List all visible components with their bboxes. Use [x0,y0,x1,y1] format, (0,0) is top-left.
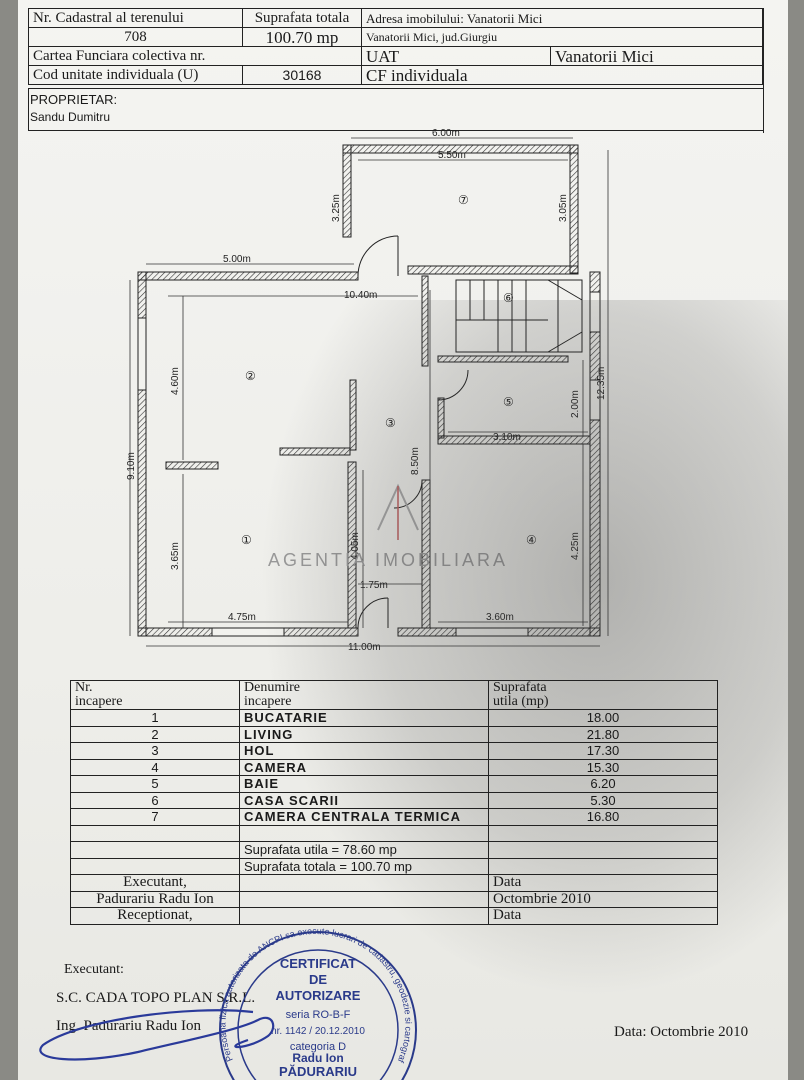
stamp-and-signature: Persoana fizica autorizata de ANCPI sa e… [18,0,417,1080]
floor-plan: 6.00m 5.50m 3.25m 3.05m 5.00m 10.40m 9.1… [126,128,609,653]
executant-row: Executant,Data [70,874,718,892]
stamp-line-8: PĂDURARIU [279,1064,357,1079]
watermark-text: AGENTIA IMOBILIARA [268,550,508,570]
col-header-sup-line2: utila (mp) [493,694,549,709]
col-header-nr-line1: Nr. [75,680,93,695]
plan-dimension-lines [129,137,609,647]
owner-bottom-border [28,130,763,131]
col-header-den-line2: incapere [244,694,292,709]
cod-unitate-label: Cod unitate individuala (U) [28,65,243,85]
dim-left-small: 3.25m [331,194,342,222]
row-name: BUCATARIE [239,709,489,727]
col-header-nr: Nr.incapere [70,680,240,710]
header-right-border [763,8,764,133]
dim-total-w: 11.00m [348,642,381,653]
row-name: BAIE [239,775,489,793]
authorization-stamp: Persoana fizica autorizata de ANCPI sa e… [18,0,417,1080]
plan-stairs [455,279,583,353]
header-left-border [28,88,29,130]
stamp-arc-path-text: Persoana fizica autorizata de ANCPI sa e… [18,0,414,1065]
suprafata-value: 100.70 mp [242,27,362,47]
room-mark-6: ⑥ [503,291,514,305]
dim-bath-h: 2.00m [570,390,581,418]
stamp-arc-text: Persoana fizica autorizata de ANCPI sa e… [18,0,414,1065]
room-mark-5: ⑤ [503,395,514,409]
stamp-line-1: CERTIFICAT [280,956,356,971]
row-name: CASA SCARII [239,791,489,809]
stamp-line-4: seria RO-B-F [286,1009,351,1021]
plan-dimension-labels: 6.00m 5.50m 3.25m 3.05m 5.00m 10.40m 9.1… [126,128,607,653]
footer-date: Data: Octombrie 2010 [614,1024,749,1040]
footer-executant-label: Executant: [64,962,124,977]
receptionat-row: Receptionat, Data [70,907,718,925]
footer-engineer: Ing. Padurariu Radu Ion [56,1018,201,1034]
dim-room-h: 4.25m [570,532,581,560]
col-header-sup-line1: Suprafata [493,680,547,695]
room-mark-7: ⑦ [458,193,469,207]
document-page: Nr. Cadastral al terenului Suprafata tot… [18,0,788,1080]
dim-right-tall: 12.35m [596,367,607,400]
data-label-2: Data [488,907,718,925]
handwritten-signature [39,1009,275,1061]
dim-room-w: 3.60m [486,612,514,623]
empty-row [70,824,718,842]
cf-individuala-label: CF individuala [361,65,763,85]
dim-door-w: 1.75m [360,580,388,591]
cod-unitate-value: 30168 [242,65,362,85]
plan-doors [357,235,469,629]
proprietar-label: PROPRIETAR: [30,92,118,107]
col-header-nr-line2: incapere [75,694,123,709]
watermark-logo: AGENTIA IMOBILIARA [268,483,508,570]
row-name: CAMERA [239,758,489,776]
header-table: Nr. Cadastral al terenului Suprafata tot… [28,8,763,85]
dim-living-h: 4.60m [170,367,181,395]
footer-company: S.C. CADA TOPO PLAN S.R.L. [56,990,256,1006]
dim-mid: 10.40m [344,290,377,301]
dim-kitchen-h: 3.65m [170,542,181,570]
executant-name: Padurariu Radu Ion [70,890,240,908]
room-mark-4: ④ [526,533,537,547]
dim-kitchen-h2: 4.05m [350,532,361,560]
row-name: CAMERA CENTRALA TERMICA [239,808,489,826]
receptionat-label: Receptionat, [70,907,240,925]
col-header-den-line1: Denumire [244,680,300,695]
stamp-line-2: DE [309,972,327,987]
dim-upper-left: 5.00m [223,254,251,265]
row-area: 18.00 [488,709,718,727]
dim-top-outer: 6.00m [432,128,460,139]
plan-windows [137,291,601,637]
stamp-line-3: AUTORIZARE [276,988,361,1003]
room-mark-1: ① [241,533,252,547]
room-mark-2: ② [245,369,256,383]
plan-room-marks: ① ② ③ ④ ⑤ ⑥ ⑦ [241,193,537,547]
dim-kitchen-w: 4.75m [228,612,256,623]
dim-hall-h: 8.50m [410,447,421,475]
dim-right-small: 3.05m [558,194,569,222]
proprietar-value: Sandu Dumitru [30,110,111,124]
room-mark-3: ③ [385,416,396,430]
dim-top-inner: 5.50m [438,150,466,161]
stamp-line-6: categoria D [290,1041,346,1053]
dim-left-tall: 9.10m [126,452,137,480]
dim-bath-w: 3.10m [493,432,521,443]
stamp-line-5: nr. 1142 / 20.12.2010 [271,1026,365,1037]
uat-value: Vanatorii Mici [550,46,763,66]
row-area: 15.30 [488,758,718,776]
header-divider [28,88,763,89]
stamp-line-7: Radu Ion [292,1051,343,1065]
